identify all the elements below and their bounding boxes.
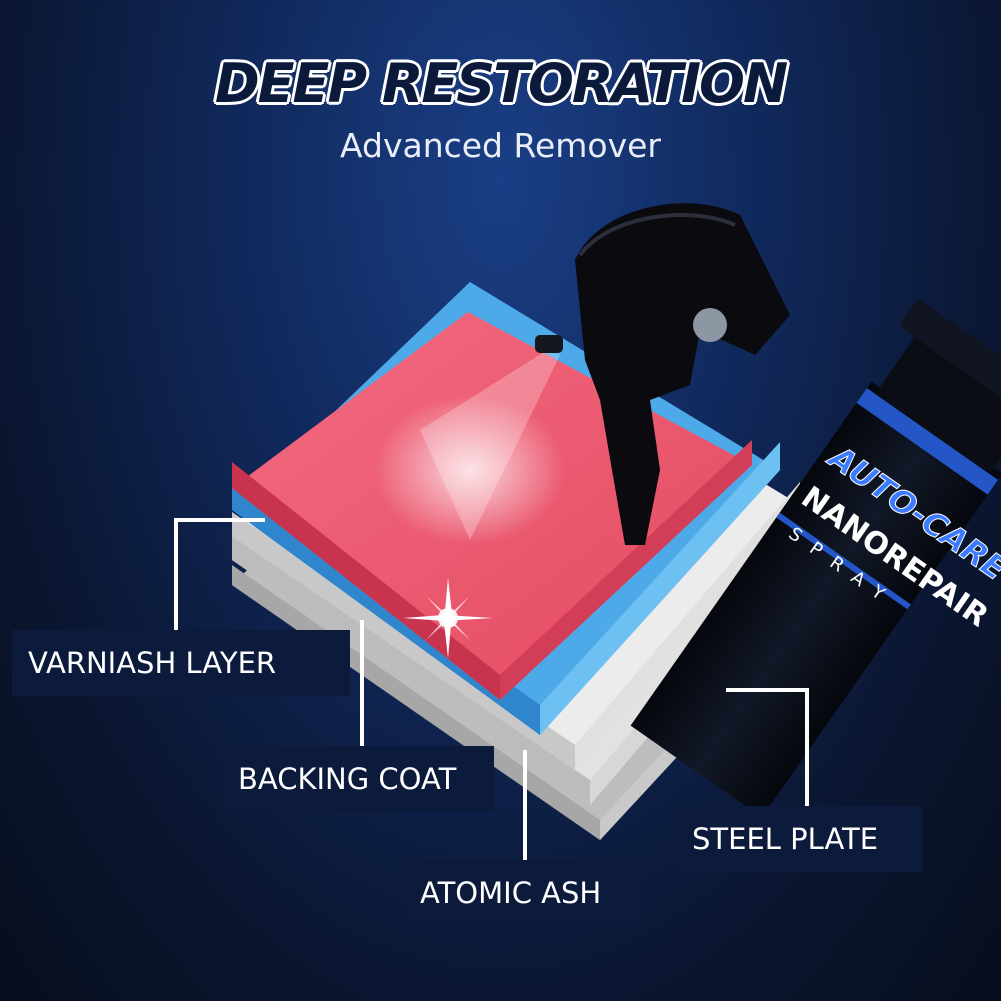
atomic-ash-label: ATOMIC ASH bbox=[404, 860, 644, 926]
callout-line-steel bbox=[726, 688, 809, 810]
backing-coat-label: BACKING COAT bbox=[222, 746, 494, 812]
headline-wrap: DEEP RESTORATION bbox=[0, 52, 1001, 115]
varnish-layer-label: VARNIASH LAYER bbox=[12, 630, 350, 696]
spray-cone bbox=[420, 345, 560, 540]
callout-line-varnish bbox=[174, 518, 265, 630]
callout-lines bbox=[174, 518, 809, 862]
steel-plate-label: STEEL PLATE bbox=[676, 806, 922, 872]
headline: DEEP RESTORATION bbox=[214, 52, 788, 115]
spray-mist bbox=[375, 395, 565, 545]
spray-bottle: AUTO-CARE NANOREPAIR SPRAY bbox=[535, 203, 1001, 818]
sparkle-icon bbox=[403, 578, 493, 658]
subheadline: Advanced Remover bbox=[340, 126, 661, 165]
